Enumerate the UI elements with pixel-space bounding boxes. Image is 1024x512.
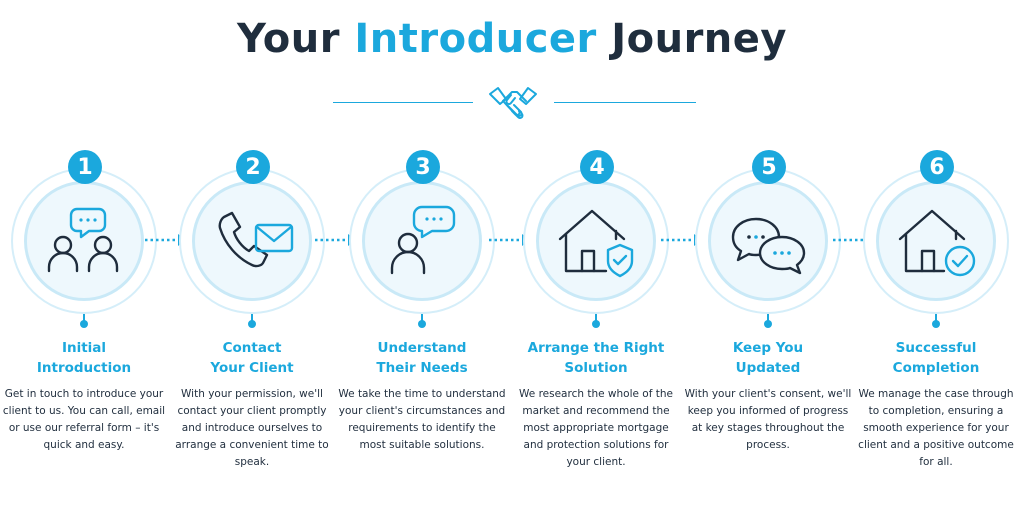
divider-left (333, 102, 473, 103)
title-prefix: Your (237, 16, 340, 62)
step-title: Understand Their Needs (376, 340, 468, 376)
step-description: Get in touch to introduce your client to… (2, 388, 166, 451)
step-stem (935, 314, 937, 322)
page-title: Your Introducer Journey (0, 16, 1024, 62)
step-number: 5 (752, 150, 786, 184)
house-check-icon (898, 209, 976, 277)
step-number: 6 (920, 150, 954, 184)
step-stem (83, 314, 85, 322)
step-ring-inner (362, 181, 482, 301)
divider-right (554, 102, 696, 103)
step-description: We research the whole of the market and … (519, 388, 673, 468)
step-dot (592, 320, 600, 328)
step-number: 2 (236, 150, 270, 184)
phone-email-icon (218, 211, 294, 268)
step-dot (80, 320, 88, 328)
step-dot (932, 320, 940, 328)
step-title: Arrange the Right Solution (527, 340, 665, 376)
step-stem (767, 314, 769, 322)
step-description: We take the time to understand your clie… (338, 388, 506, 451)
step-dot (248, 320, 256, 328)
step-ring-inner (24, 181, 144, 301)
step-title: Contact Your Client (210, 340, 294, 376)
step-ring-inner (876, 181, 996, 301)
person-chat-icon (390, 205, 456, 275)
step-description: With your client's consent, we'll keep y… (684, 388, 852, 451)
step-ring-inner (536, 181, 656, 301)
step-2: 2 Contact Your Client With your permissi… (168, 150, 336, 490)
step-stem (595, 314, 597, 322)
step-3: 3 Understand Their Needs We take the tim… (338, 150, 506, 490)
two-people-chat-icon (47, 207, 119, 273)
step-number: 4 (580, 150, 614, 184)
step-dot (418, 320, 426, 328)
step-title: Initial Introduction (36, 340, 132, 376)
step-number: 3 (406, 150, 440, 184)
step-title: Successful Completion (892, 340, 980, 376)
title-accent: Introducer (354, 16, 597, 62)
house-shield-icon (558, 209, 634, 278)
handshake-icon (489, 87, 537, 119)
title-suffix: Journey (611, 16, 787, 62)
step-4: 4 Arrange the Right Solution We research… (512, 150, 680, 490)
step-description: With your permission, we'll contact your… (175, 388, 329, 468)
step-stem (421, 314, 423, 322)
step-6: 6 Successful Completion We manage the ca… (852, 150, 1020, 490)
step-dot (764, 320, 772, 328)
step-description: We manage the case through to completion… (858, 388, 1014, 468)
step-stem (251, 314, 253, 322)
step-number: 1 (68, 150, 102, 184)
step-5: 5 Keep You Updated With your client's co… (684, 150, 852, 490)
chat-bubbles-icon (731, 217, 806, 275)
step-1: 1 Initial Introduction Get in touch to i… (0, 150, 168, 490)
step-title: Keep You Updated (732, 340, 804, 376)
